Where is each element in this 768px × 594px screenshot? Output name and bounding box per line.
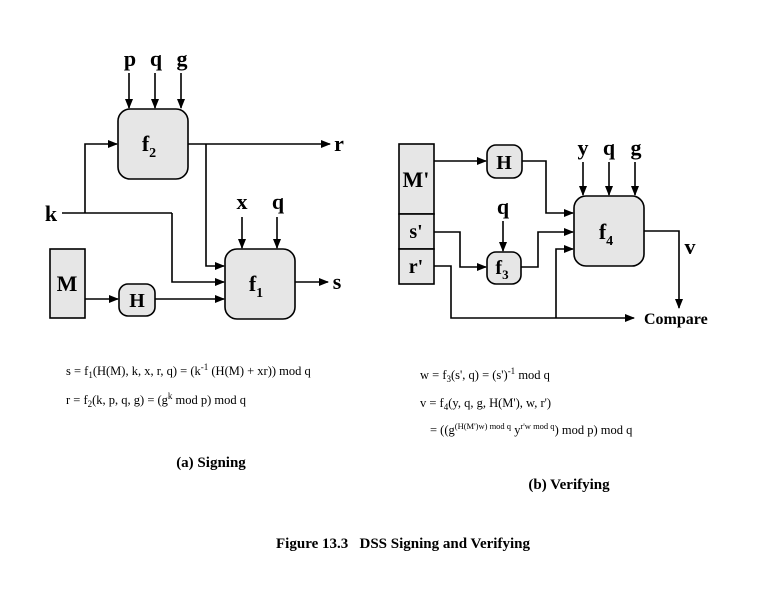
input-g-verify-label: g	[631, 135, 642, 160]
equation-v: v = f4(y, q, g, H(M'), w, r')	[420, 396, 551, 412]
input-q2-label: q	[272, 189, 285, 214]
arrow-k-to-f1	[171, 213, 225, 286]
f3-block	[486, 251, 522, 285]
compare-label: Compare	[644, 311, 708, 328]
signing-diagram: p q g f2 r k x q f1 s M H	[45, 46, 344, 320]
figure-caption: Figure 13.3 DSS Signing and Verifying	[276, 536, 530, 552]
arrow-r-prime-to-compare	[434, 265, 635, 322]
input-y-label: y	[578, 135, 589, 160]
f4-label: f4	[599, 219, 613, 249]
s-prime-box	[398, 213, 435, 250]
arrow-h-to-f4	[522, 160, 574, 217]
input-g-label: g	[177, 46, 188, 71]
arrow-r-to-f1	[205, 144, 225, 270]
f2-label: f2	[142, 131, 156, 161]
input-q3-label: q	[497, 194, 510, 219]
arrow-r-prime-to-f4	[555, 245, 574, 318]
f2-block	[117, 108, 189, 180]
equation-v-expanded: = ((g(H(M')w) mod q yr'w mod q) mod p) m…	[430, 421, 633, 437]
hash-label: H	[129, 290, 145, 312]
input-q-verify-label: q	[603, 135, 616, 160]
hash-verify-label: H	[496, 152, 512, 174]
output-s-label: s	[333, 269, 342, 294]
input-k-label: k	[45, 201, 58, 226]
equation-s: s = f1(H(M), k, x, r, q) = (k-1 (H(M) + …	[66, 362, 312, 380]
f1-label: f1	[249, 271, 263, 301]
equation-r: r = f2(k, p, q, g) = (gk mod p) mod q	[66, 391, 247, 409]
equation-w: w = f3(s', q) = (s')-1 mod q	[420, 366, 551, 384]
hash-block	[118, 283, 156, 317]
signing-caption: (a) Signing	[176, 455, 246, 471]
f1-block	[224, 248, 296, 320]
verifying-caption: (b) Verifying	[528, 477, 610, 493]
s-prime-label: s'	[409, 221, 422, 243]
r-prime-box	[398, 248, 435, 285]
arrow-f3-to-f4	[521, 228, 574, 268]
message-m-prime-label: M'	[403, 167, 430, 192]
f3-label: f3	[495, 257, 509, 282]
arrow-f4-to-v	[644, 230, 683, 309]
f4-block	[573, 195, 645, 267]
message-m-box	[49, 248, 86, 319]
output-v-label: v	[685, 234, 696, 259]
input-x-label: x	[237, 189, 248, 214]
output-r-label: r	[334, 131, 344, 156]
arrow-k-to-f2	[84, 140, 118, 213]
input-p-label: p	[124, 46, 136, 71]
input-q-label: q	[150, 46, 163, 71]
r-prime-label: r'	[409, 256, 423, 278]
message-m-label: M	[57, 271, 78, 296]
arrow-s-prime-to-f3	[434, 231, 487, 271]
verifying-diagram: M' s' r' H y q g f4 v q f3 Compare	[398, 135, 708, 328]
